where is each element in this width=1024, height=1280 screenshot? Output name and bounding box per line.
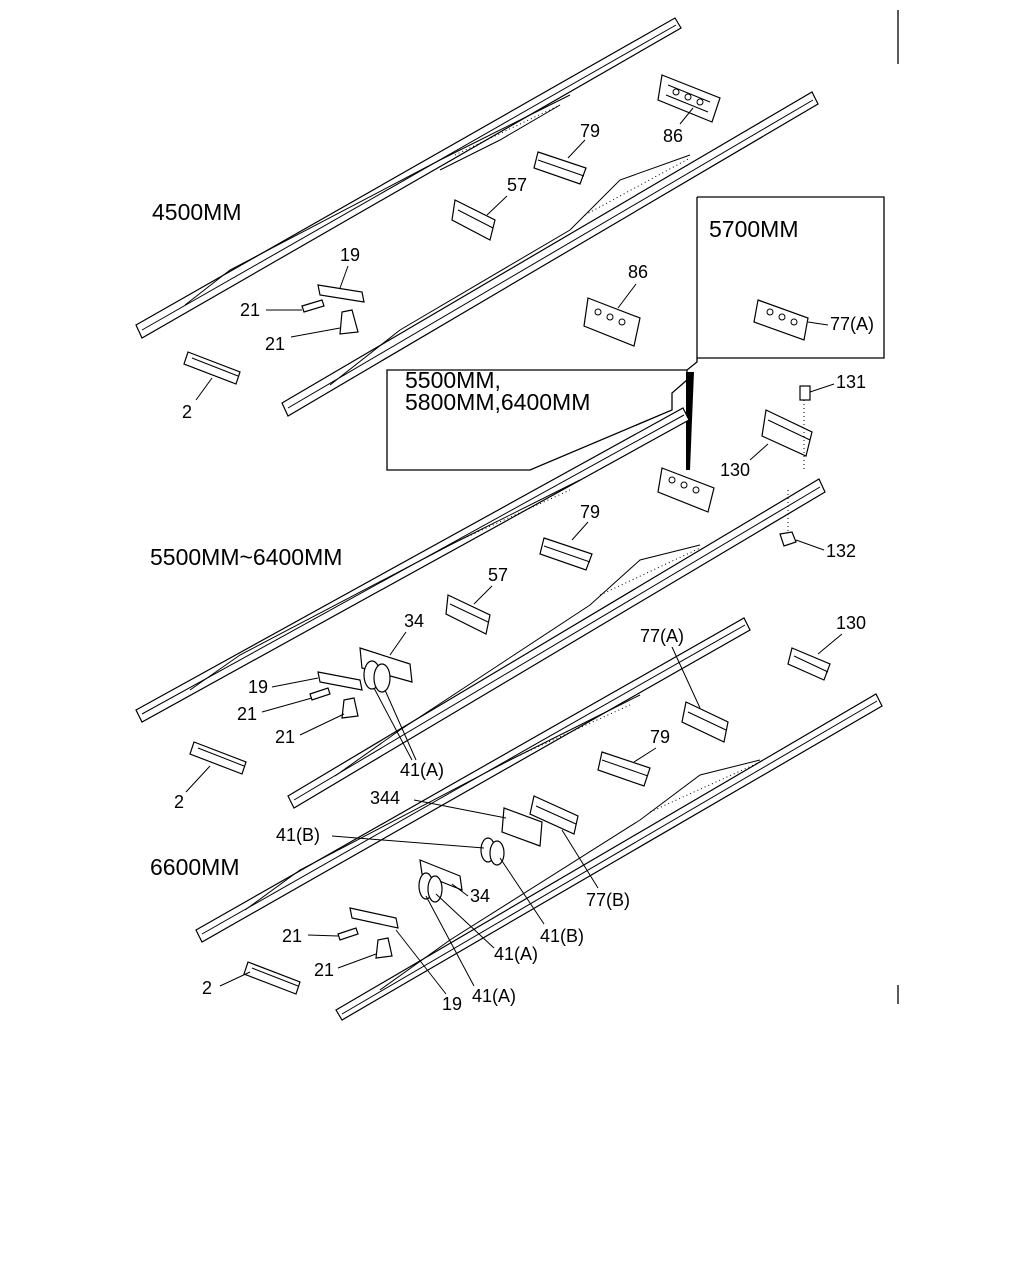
callout-21: 21 xyxy=(265,334,285,354)
crossmember-2-c xyxy=(243,961,301,995)
rail-6600-left xyxy=(195,617,751,943)
callout-21: 21 xyxy=(314,960,334,980)
callout-19: 19 xyxy=(442,994,462,1014)
section-label-5500-line1: 5500MM, xyxy=(405,367,501,393)
bracket-19-b xyxy=(317,671,363,691)
callout-344: 344 xyxy=(370,788,400,808)
callout-86: 86 xyxy=(663,126,683,146)
callout-57: 57 xyxy=(507,175,527,195)
section-label-5700: 5700MM xyxy=(709,216,798,242)
callout-131: 131 xyxy=(836,372,866,392)
callout-79: 79 xyxy=(650,727,670,747)
callout-57: 57 xyxy=(488,565,508,585)
crossmember-86-b xyxy=(583,297,641,347)
bracket-344 xyxy=(501,807,543,847)
bolt-21-c xyxy=(309,687,331,701)
rail-5500-right xyxy=(287,478,826,809)
callout-130: 130 xyxy=(720,460,750,480)
rail-5500-left xyxy=(135,407,690,723)
bracket-21-d xyxy=(341,697,359,719)
callout-19: 19 xyxy=(248,677,268,697)
rail-4500-right xyxy=(281,91,819,417)
nut-132 xyxy=(779,531,797,547)
callout-34: 34 xyxy=(404,611,424,631)
crossmember-86-a xyxy=(657,74,721,123)
callout-41a: 41(A) xyxy=(400,760,444,780)
bracket-130-b xyxy=(787,647,831,681)
callout-2: 2 xyxy=(202,978,212,998)
pointer-wedge xyxy=(686,372,694,470)
callout-21: 21 xyxy=(237,704,257,724)
callout-79: 79 xyxy=(580,121,600,141)
bracket-19-c xyxy=(349,907,399,929)
bracket-19-a xyxy=(317,284,365,303)
crossmember-57-a xyxy=(451,199,496,241)
callout-19: 19 xyxy=(340,245,360,265)
crossmember-86-c xyxy=(657,467,715,513)
callout-77a: 77(A) xyxy=(830,314,874,334)
bracket-21-f xyxy=(375,937,393,959)
callout-41b: 41(B) xyxy=(276,825,320,845)
callout-41b: 41(B) xyxy=(540,926,584,946)
crossmember-2-a xyxy=(183,351,241,385)
callout-21: 21 xyxy=(275,727,295,747)
callout-2: 2 xyxy=(182,402,192,422)
bolt-131 xyxy=(799,385,811,401)
section-label-5500-line2: 5800MM,6400MM xyxy=(405,389,590,415)
callout-2: 2 xyxy=(174,792,184,812)
crossmember-57-b xyxy=(445,594,491,635)
callout-21: 21 xyxy=(240,300,260,320)
section-label-4500: 4500MM xyxy=(152,199,241,225)
bracket-130-a xyxy=(761,409,813,457)
bracket-34-a xyxy=(359,647,413,693)
crossmember-77b xyxy=(529,795,579,835)
callout-21: 21 xyxy=(282,926,302,946)
callout-132: 132 xyxy=(826,541,856,561)
callout-86: 86 xyxy=(628,262,648,282)
callout-41a: 41(A) xyxy=(494,944,538,964)
crossmember-79-b xyxy=(539,537,593,571)
callout-77a: 77(A) xyxy=(640,626,684,646)
crossmember-2-b xyxy=(189,741,247,775)
crossmember-77a-inset xyxy=(753,299,809,341)
bolt-21-a xyxy=(301,299,325,313)
rail-4500-left xyxy=(135,17,682,339)
section-label-6600: 6600MM xyxy=(150,854,239,880)
bracket-21-b xyxy=(339,309,359,335)
inset-box-5700 xyxy=(696,196,885,359)
callout-130: 130 xyxy=(836,613,866,633)
callout-79: 79 xyxy=(580,502,600,522)
bracket-34-b xyxy=(418,859,463,903)
callout-41a: 41(A) xyxy=(472,986,516,1006)
crossmember-79-c xyxy=(597,751,651,787)
callout-34: 34 xyxy=(470,886,490,906)
section-label-5500-6400: 5500MM~6400MM xyxy=(150,544,342,570)
crossmember-79-a xyxy=(533,151,587,185)
bolt-21-e xyxy=(337,927,359,941)
rail-6600-right xyxy=(335,693,883,1021)
inset-box-5500 xyxy=(386,358,698,471)
callout-77b: 77(B) xyxy=(586,890,630,910)
crossmember-77a xyxy=(681,701,729,743)
spring-41b xyxy=(480,837,505,866)
